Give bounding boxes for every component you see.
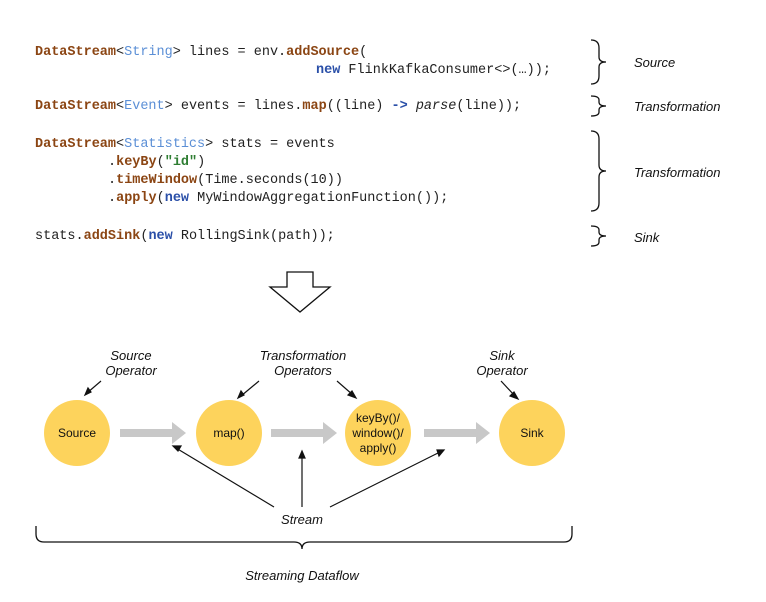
code-line-4: .keyBy("id") — [108, 154, 205, 172]
code-call: parse — [415, 99, 457, 114]
code-keyword: DataStream — [35, 137, 117, 152]
code-text: ( — [359, 45, 368, 60]
node-source: Source — [44, 400, 110, 466]
code-text: MyWindowAggregationFunction()); — [189, 191, 449, 206]
stream-arrows — [120, 422, 490, 444]
code-arrow: -> — [391, 99, 408, 114]
code-text: ( — [140, 229, 149, 244]
code-string: "id" — [164, 155, 198, 170]
code-type: String — [124, 45, 173, 60]
code-new: new — [316, 63, 341, 78]
code-text: . — [108, 173, 117, 188]
brace-label-source: Source — [634, 55, 676, 70]
code-braces — [590, 39, 607, 247]
code-line-3: DataStream<Statistics> stats = events — [35, 136, 335, 154]
node-map: map() — [196, 400, 262, 466]
code-line-1b: new FlinkKafkaConsumer<>(…)); — [316, 62, 551, 80]
annotation-arrows — [83, 380, 520, 508]
code-method: timeWindow — [116, 173, 198, 188]
code-method: addSource — [286, 45, 360, 60]
stream-arrow-icon — [424, 422, 490, 444]
code-new: new — [164, 191, 190, 206]
code-type: Event — [124, 99, 165, 114]
code-text: < — [116, 99, 125, 114]
code-new: new — [148, 229, 173, 244]
code-method: addSink — [83, 229, 141, 244]
code-line-2: DataStream<Event> events = lines.map((li… — [35, 98, 521, 116]
code-line-1: DataStream<String> lines = env.addSource… — [35, 44, 367, 62]
code-text: (Time.seconds(10)) — [197, 173, 343, 188]
code-text: (line)); — [456, 99, 522, 114]
brace-source — [590, 39, 607, 85]
code-text: < — [116, 45, 125, 60]
code-text: < — [116, 137, 125, 152]
streaming-dataflow-brace — [35, 526, 573, 550]
code-line-6: .apply(new MyWindowAggregationFunction()… — [108, 190, 448, 208]
code-method: map — [302, 99, 327, 114]
node-label: map() — [213, 425, 245, 440]
code-line-7: stats.addSink(new RollingSink(path)); — [35, 228, 335, 246]
code-method: keyBy — [116, 155, 157, 170]
code-keyword: DataStream — [35, 99, 117, 114]
brace-transformation-2 — [590, 130, 607, 212]
brace-label-sink: Sink — [634, 230, 660, 245]
node-label: Source — [57, 425, 97, 440]
code-type: Statistics — [124, 137, 206, 152]
code-line-5: .timeWindow(Time.seconds(10)) — [108, 172, 343, 190]
code-text: ( — [156, 155, 165, 170]
code-text: RollingSink(path)); — [172, 229, 335, 244]
node-label: keyBy()/ window()/ apply() — [352, 410, 404, 455]
stream-arrow-icon — [120, 422, 186, 444]
code-method: apply — [116, 191, 157, 206]
code-text: ) — [197, 155, 206, 170]
code-text: > lines = env. — [172, 45, 287, 60]
code-text: ( — [156, 191, 165, 206]
code-text: > stats = events — [205, 137, 335, 152]
code-text: ((line) — [326, 99, 392, 114]
node-label: Sink — [520, 425, 544, 440]
brace-label-transformation: Transformation — [634, 99, 721, 114]
stream-label: Stream — [281, 512, 323, 527]
code-text: . — [108, 155, 117, 170]
code-keyword: DataStream — [35, 45, 117, 60]
brace-sink — [590, 225, 607, 247]
source-operator-label: Source Operator — [105, 348, 157, 378]
sink-operator-label: Sink Operator — [476, 348, 528, 378]
stream-arrow-icon — [271, 422, 337, 444]
code-text: . — [108, 191, 117, 206]
code-text: stats. — [35, 229, 84, 244]
brace-transformation-1 — [590, 95, 607, 117]
code-text: FlinkKafkaConsumer<>(…)); — [340, 63, 551, 78]
code-text: > events = lines. — [164, 99, 303, 114]
streaming-dataflow-label: Streaming Dataflow — [245, 568, 359, 583]
brace-label-transformation: Transformation — [634, 165, 721, 180]
node-sink: Sink — [499, 400, 565, 466]
down-arrow-icon — [268, 271, 332, 313]
node-keyby-window-apply: keyBy()/ window()/ apply() — [345, 400, 411, 466]
transformation-operators-label: Transformation Operators — [259, 348, 347, 378]
